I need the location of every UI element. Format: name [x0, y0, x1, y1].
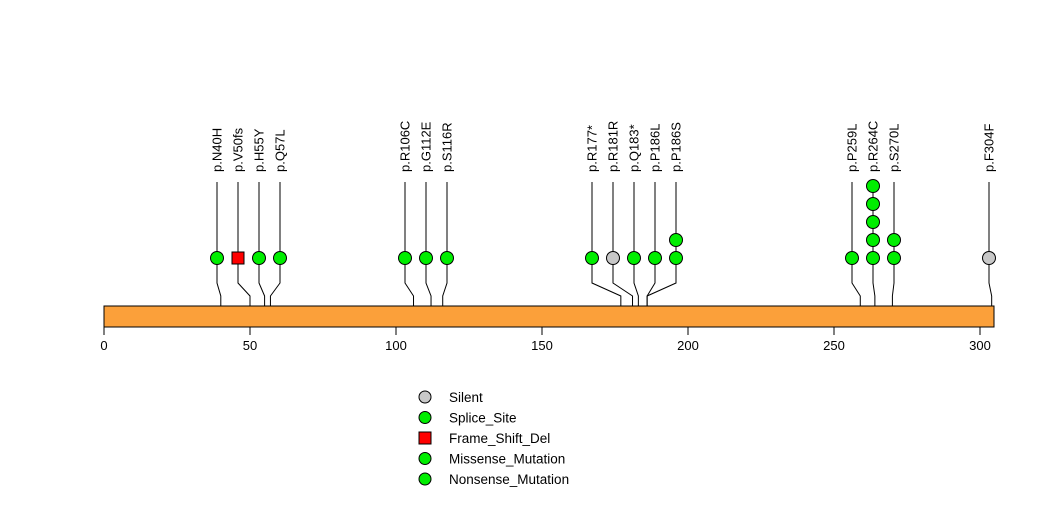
mutation-labels: p.N40H p.V50fs p.H55Y p.Q57L p.R106C p.G112E p… [210, 121, 997, 172]
x-tick-label: 100 [385, 338, 407, 353]
mutation-label: p.R181R [606, 121, 621, 172]
mutation-label: p.R264C [866, 121, 881, 172]
mutation-label: p.P186L [648, 124, 663, 172]
mutation-label: p.S116R [440, 122, 455, 172]
legend-swatch-circle [418, 452, 432, 465]
mutation-marker-circle [887, 233, 901, 247]
legend-swatch-circle [418, 390, 432, 404]
x-tick-label: 250 [823, 338, 845, 353]
x-tick-label: 150 [531, 338, 553, 353]
mutation-marker-circle [866, 251, 880, 265]
mutation-label: p.N40H [210, 128, 225, 172]
mutation-label: p.P186S [669, 122, 684, 172]
x-tick-label: 300 [969, 338, 991, 353]
mutation-marker-circle [627, 251, 641, 265]
mutation-marker-circle [648, 251, 662, 265]
mutation-marker-circle [585, 251, 599, 265]
legend: SilentSplice_SiteFrame_Shift_DelMissense… [418, 390, 569, 487]
protein-domain-bar [103, 305, 995, 328]
mutation-marker-circle [419, 251, 433, 265]
legend-label: Frame_Shift_Del [449, 431, 550, 446]
legend-swatch-circle [418, 472, 432, 486]
mutation-marker-circle [845, 251, 859, 265]
mutation-label: p.Q183* [627, 124, 642, 172]
mutation-marker-circle [210, 251, 224, 265]
mutation-marker-circle [866, 215, 880, 229]
mutation-label: p.P259L [845, 124, 860, 172]
mutation-label: p.R177* [585, 125, 600, 172]
mutation-label: p.G112E [419, 121, 434, 172]
legend-label: Nonsense_Mutation [449, 472, 569, 487]
mutation-marker-circle [252, 251, 266, 265]
mutation-marker-circle [606, 251, 620, 265]
mutation-marker-circle [669, 233, 683, 247]
mutation-marker-circle [866, 197, 880, 211]
x-tick-label: 0 [100, 338, 107, 353]
mutation-markers [210, 179, 996, 265]
mutation-marker-circle [273, 251, 287, 265]
mutation-label: p.R106C [398, 121, 413, 172]
legend-label: Silent [449, 390, 483, 405]
mutation-label: p.V50fs [231, 127, 246, 172]
x-tick-label: 200 [677, 338, 699, 353]
legend-swatch-circle [418, 411, 432, 424]
mutation-marker-circle [866, 179, 880, 193]
x-tick-label: 50 [243, 338, 257, 353]
legend-swatch-square [418, 431, 432, 445]
legend-label: Splice_Site [449, 411, 517, 426]
mutation-marker-circle [669, 251, 683, 265]
legend-label: Missense_Mutation [449, 452, 565, 467]
mutation-marker-circle [866, 233, 880, 247]
mutation-marker-square [231, 251, 245, 265]
mutation-label: p.S270L [887, 124, 902, 172]
mutation-marker-circle [398, 251, 412, 265]
mutation-label: p.H55Y [252, 128, 267, 172]
mutation-marker-circle [982, 251, 996, 265]
mutation-label: p.Q57L [273, 129, 288, 172]
mutation-marker-circle [440, 251, 454, 265]
mutation-label: p.F304F [982, 124, 997, 172]
x-axis: 0 50 100 150 200 250 300 [100, 327, 991, 353]
mutation-marker-circle [887, 251, 901, 265]
